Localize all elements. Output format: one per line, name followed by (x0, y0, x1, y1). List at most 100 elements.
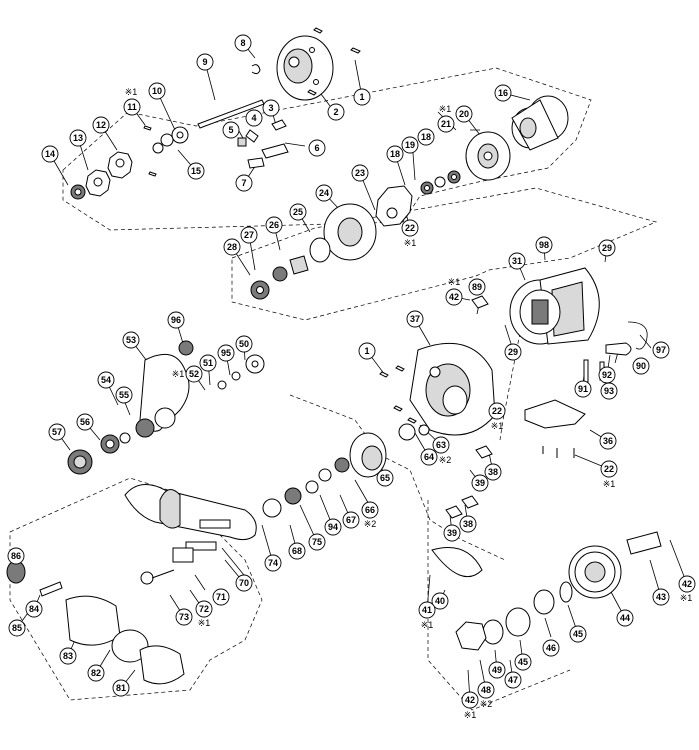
callout-50: 50 (235, 335, 253, 353)
callout-7: 7 (235, 174, 253, 192)
svg-text:6: 6 (314, 143, 319, 153)
callout-90: 90 (632, 357, 650, 375)
svg-text:84: 84 (29, 604, 39, 614)
callout-3: 3 (262, 99, 280, 117)
svg-text:24: 24 (319, 188, 329, 198)
svg-text:8: 8 (240, 38, 245, 48)
callout-15: 15 (187, 162, 205, 180)
callout-75: 75 (308, 533, 326, 551)
callout-94: 94 (324, 518, 342, 536)
svg-text:7: 7 (241, 178, 246, 188)
svg-text:81: 81 (116, 683, 126, 693)
svg-text:5: 5 (228, 125, 233, 135)
svg-text:46: 46 (546, 643, 556, 653)
note-22c: ※1 (603, 479, 616, 489)
svg-text:3: 3 (268, 103, 273, 113)
svg-text:18: 18 (421, 132, 431, 142)
note-48: ※2 (480, 699, 493, 709)
callout-19: 19 (401, 136, 419, 154)
svg-text:18: 18 (390, 149, 400, 159)
callout-22b: 22 (488, 402, 506, 420)
svg-text:96: 96 (171, 315, 181, 325)
callout-18a: 18 (417, 128, 435, 146)
callout-48: 48 (477, 681, 495, 699)
svg-text:31: 31 (512, 256, 522, 266)
note-11: ※1 (125, 87, 138, 97)
note-42c: ※1 (464, 710, 477, 720)
callout-2: 2 (327, 103, 345, 121)
note-41: ※1 (421, 620, 434, 630)
svg-text:65: 65 (380, 473, 390, 483)
svg-text:90: 90 (636, 361, 646, 371)
svg-text:38: 38 (488, 467, 498, 477)
spool (511, 95, 569, 151)
callout-97: 97 (652, 341, 670, 359)
callout-29b: 29 (504, 343, 522, 361)
svg-text:22: 22 (604, 464, 614, 474)
callout-10: 10 (148, 82, 166, 100)
callout-96: 96 (167, 311, 185, 329)
callout-20: 20 (455, 105, 473, 123)
svg-text:54: 54 (101, 375, 111, 385)
callout-49: 49 (488, 661, 506, 679)
parts-artwork (6, 27, 662, 685)
svg-text:28: 28 (227, 242, 237, 252)
callout-47: 47 (504, 671, 522, 689)
svg-text:48: 48 (481, 685, 491, 695)
callout-45a: 45 (569, 625, 587, 643)
callout-28: 28 (223, 238, 241, 256)
svg-text:16: 16 (498, 88, 508, 98)
note-64: ※2 (439, 455, 452, 465)
callout-31: 31 (508, 252, 526, 270)
callout-16: 16 (494, 84, 512, 102)
callout-13: 13 (69, 129, 87, 147)
svg-text:11: 11 (127, 102, 137, 112)
callout-9: 9 (196, 53, 214, 71)
callout-45b: 45 (514, 653, 532, 671)
svg-text:82: 82 (91, 668, 101, 678)
callout-1b: 1 (358, 342, 376, 360)
svg-text:53: 53 (126, 335, 136, 345)
callout-70: 70 (235, 574, 253, 592)
svg-text:72: 72 (199, 604, 209, 614)
svg-text:15: 15 (191, 166, 201, 176)
callout-37: 37 (406, 310, 424, 328)
callout-42a: 42 (445, 288, 463, 306)
svg-text:25: 25 (293, 207, 303, 217)
callout-18b: 18 (386, 145, 404, 163)
callout-22c: 22 (600, 460, 618, 478)
callout-6: 6 (308, 139, 326, 157)
svg-text:22: 22 (405, 223, 415, 233)
svg-text:23: 23 (355, 168, 365, 178)
svg-text:57: 57 (52, 427, 62, 437)
svg-text:40: 40 (435, 596, 445, 606)
callout-27: 27 (240, 226, 258, 244)
svg-text:29: 29 (508, 347, 518, 357)
callout-5: 5 (222, 121, 240, 139)
callout-42c: 42 (461, 691, 479, 709)
svg-text:97: 97 (656, 345, 666, 355)
svg-text:1: 1 (359, 92, 364, 102)
note-21: ※1 (439, 104, 452, 114)
svg-text:98: 98 (539, 240, 549, 250)
side-plate-lower (409, 342, 496, 436)
callout-39b: 39 (443, 524, 461, 542)
svg-text:13: 13 (73, 133, 83, 143)
callout-26: 26 (265, 216, 283, 234)
callout-38a: 38 (484, 463, 502, 481)
svg-text:9: 9 (202, 57, 207, 67)
svg-text:36: 36 (603, 436, 613, 446)
callout-22a: 22 (401, 219, 419, 237)
svg-text:2: 2 (333, 107, 338, 117)
callout-14: 14 (41, 145, 59, 163)
svg-text:42: 42 (682, 579, 692, 589)
note-22b: ※1 (491, 421, 504, 431)
svg-text:29: 29 (602, 243, 612, 253)
callout-98: 98 (535, 236, 553, 254)
svg-text:85: 85 (12, 623, 22, 633)
svg-text:10: 10 (152, 86, 162, 96)
callout-43: 43 (652, 588, 670, 606)
callout-89: 89 (468, 278, 486, 296)
svg-text:39: 39 (475, 478, 485, 488)
